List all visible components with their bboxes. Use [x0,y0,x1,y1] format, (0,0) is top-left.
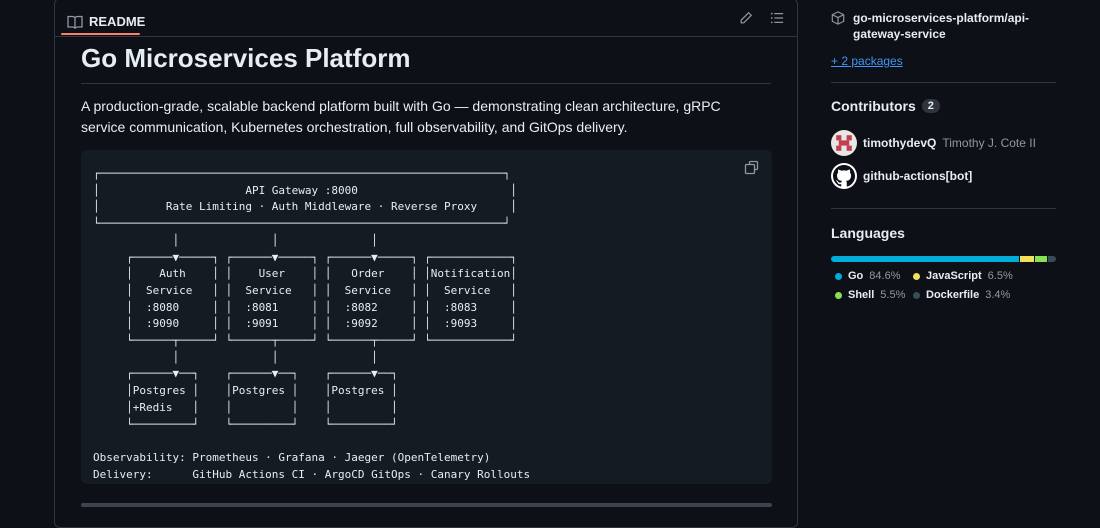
contributor-name: Timothy J. Cote II [942,136,1036,150]
divider [831,82,1056,83]
more-packages-link[interactable]: + 2 packages [831,54,903,68]
language-bar-segment [1048,256,1056,262]
divider [831,208,1056,209]
copy-button[interactable] [744,160,760,176]
package-icon [831,11,845,25]
identicon-icon [836,135,852,151]
readme-tab-label: README [89,14,146,29]
title-divider [81,83,771,84]
contributor-item[interactable]: github-actions[bot] [831,163,972,189]
github-icon [833,165,855,187]
readme-description: A production-grade, scalable backend pla… [81,98,721,135]
list-icon [770,12,784,24]
language-item-javascript[interactable]: JavaScript 6.5% [913,270,1013,282]
languages-heading-text: Languages [831,225,905,241]
language-dot [913,272,920,280]
package-item[interactable]: go-microservices-platform/api-gateway-se… [831,10,1043,42]
language-item-dockerfile[interactable]: Dockerfile 3.4% [913,289,1010,301]
language-name: Dockerfile [926,289,980,301]
language-dot [835,272,842,280]
contributors-count: 2 [921,99,940,113]
language-item-go[interactable]: Go 84.6% [835,270,900,282]
languages-heading: Languages [831,225,905,241]
contributor-item[interactable]: timothydevQ Timothy J. Cote II [831,130,1036,156]
language-dot [913,291,920,299]
pencil-icon [740,11,753,24]
readme-panel: README Go Microservices Platform A produ… [54,0,798,528]
language-percent: 84.6% [869,270,901,282]
language-name: Shell [848,289,875,301]
contributors-heading-text: Contributors [831,98,916,114]
language-item-shell[interactable]: Shell 5.5% [835,289,905,301]
contributors-heading[interactable]: Contributors 2 [831,98,940,114]
language-percent: 3.4% [985,289,1011,301]
outline-button[interactable] [768,9,786,27]
readme-header: README [55,0,797,37]
package-name[interactable]: go-microservices-platform/api-gateway-se… [853,11,1030,41]
language-percent: 5.5% [880,289,906,301]
avatar[interactable] [831,163,857,189]
language-bar-segment [1035,256,1048,262]
language-name: JavaScript [926,270,982,282]
active-tab-indicator [61,33,140,35]
horizontal-scrollbar[interactable] [81,503,772,507]
language-name: Go [848,270,864,282]
contributor-login[interactable]: timothydevQ [863,136,937,150]
book-icon [67,15,83,29]
language-percent: 6.5% [987,270,1013,282]
readme-title: Go Microservices Platform [81,43,411,73]
language-bar-segment [1019,256,1035,262]
architecture-diagram-text: ┌───────────────────────────────────────… [93,167,531,481]
language-bar-segment [831,256,1019,262]
languages-bar [831,256,1056,262]
copy-icon [744,160,759,175]
avatar[interactable] [831,130,857,156]
contributor-login[interactable]: github-actions[bot] [863,169,973,183]
language-dot [835,291,842,299]
readme-tab[interactable]: README [67,7,145,36]
edit-button[interactable] [737,9,755,27]
architecture-code-block: ┌───────────────────────────────────────… [81,150,772,484]
